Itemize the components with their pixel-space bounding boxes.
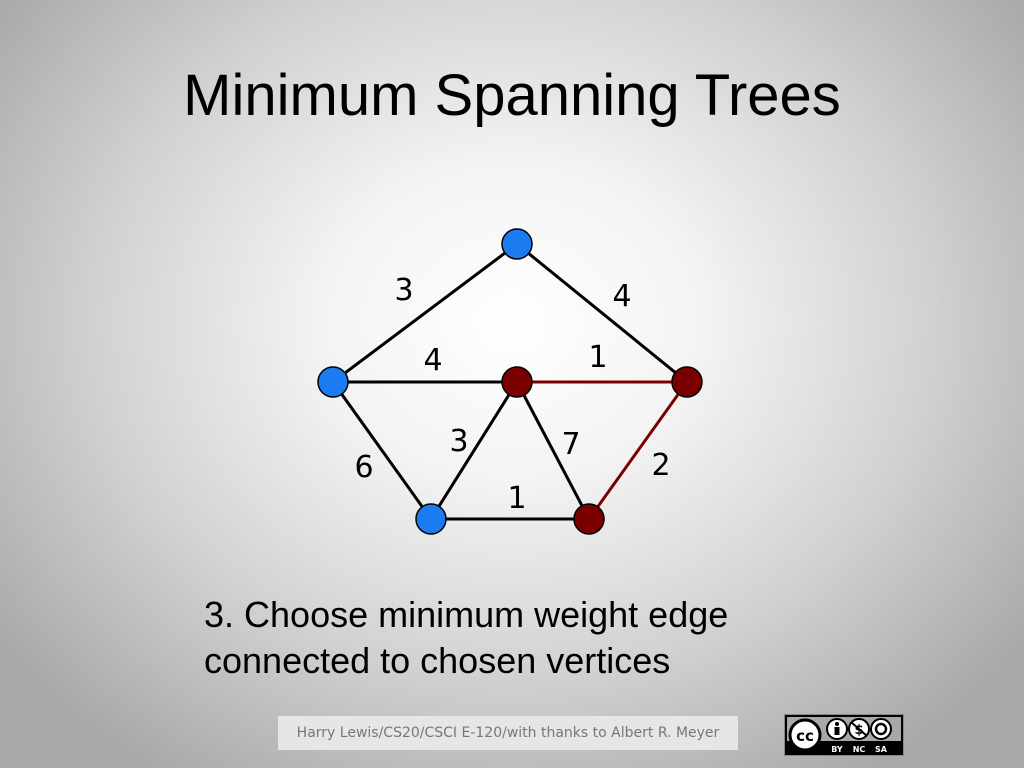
edge-weight-label: 1	[507, 481, 526, 516]
step-text-line-1: 3. Choose minimum weight edge	[204, 594, 729, 635]
license-nc-label: NC	[853, 745, 866, 754]
vertex-center	[501, 366, 533, 398]
attribution-icon-head	[835, 722, 839, 726]
vertex-top	[501, 228, 533, 260]
noncommercial-icon-slash	[850, 721, 868, 737]
slide-title: Minimum Spanning Trees	[183, 63, 841, 128]
edge-weight-label: 3	[394, 273, 413, 308]
sharealike-icon-arc	[874, 722, 888, 736]
step-text: 3. Choose minimum weight edge connected …	[204, 592, 728, 684]
edge-weight-label: 3	[449, 424, 468, 459]
footer-credit: Harry Lewis/CS20/CSCI E-120/with thanks …	[278, 716, 738, 750]
noncommercial-icon-glyph: $	[854, 723, 863, 738]
edge-right-bottom-right	[587, 381, 689, 520]
edge-weight-label: 1	[588, 340, 607, 375]
edge-center-bottom-left	[429, 381, 519, 520]
cc-icon-text: cc	[796, 727, 814, 745]
vertex-bottom-left	[415, 503, 447, 535]
edge-weight-label: 7	[561, 427, 580, 462]
edge-weight-label: 4	[423, 343, 442, 378]
license-badge: cc $ BY NC SA	[784, 714, 904, 756]
edge-left-bottom-left	[331, 381, 433, 520]
edge-center-bottom-right	[515, 381, 591, 520]
edge-weight-label: 6	[354, 450, 373, 485]
edge-weight-label: 4	[612, 279, 631, 314]
edge-top-right	[516, 242, 688, 384]
vertex-right	[671, 366, 703, 398]
attribution-icon-body	[834, 727, 840, 735]
sharealike-icon	[870, 718, 892, 740]
edge-top-left	[332, 242, 518, 384]
edge-weight-label: 2	[651, 448, 670, 483]
license-badge-graphic: cc $ BY NC SA	[787, 717, 901, 754]
vertex-left	[317, 366, 349, 398]
license-sa-label: SA	[875, 745, 888, 754]
license-by-label: BY	[831, 745, 843, 754]
vertex-bottom-right	[573, 503, 605, 535]
cc-icon	[788, 718, 822, 752]
step-text-line-2: connected to chosen vertices	[204, 640, 671, 681]
